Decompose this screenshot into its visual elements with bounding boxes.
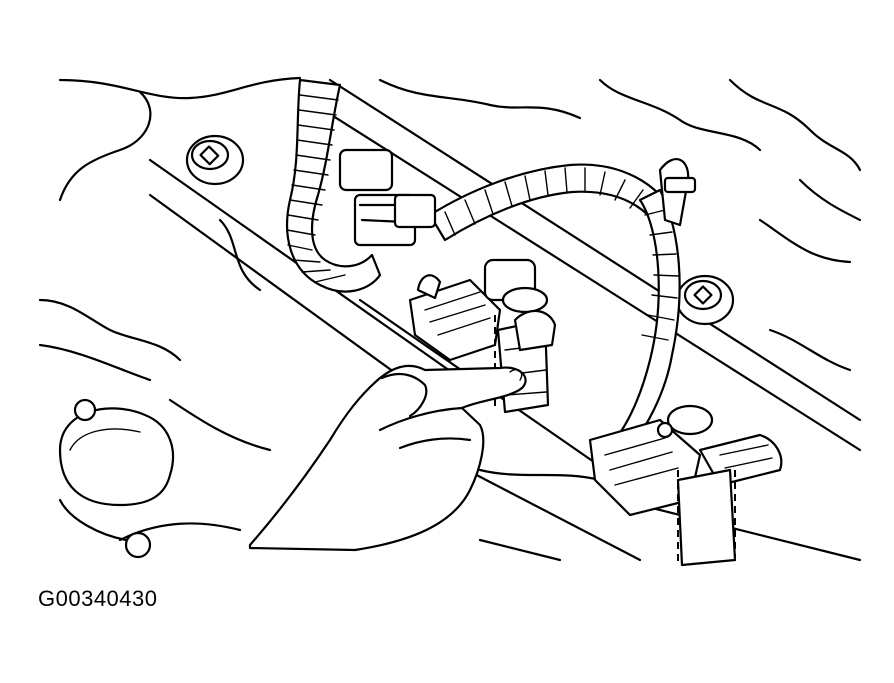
pointing-hand [248, 364, 527, 552]
wire-harness-left [286, 78, 382, 293]
wire-harness-main [428, 163, 662, 242]
engine-illustration [38, 76, 862, 567]
bolt-right [675, 274, 735, 326]
engine-block-outline [38, 76, 862, 542]
oil-filler-cap [58, 398, 175, 559]
fuel-rail [148, 78, 862, 562]
bolt-top-left [185, 134, 245, 186]
injector-connector-upper [338, 148, 437, 247]
injector-connector-lower [588, 404, 783, 567]
fuel-injector-connector [408, 258, 557, 414]
wire-harness-right [608, 158, 697, 452]
figure-code: G00340430 [38, 586, 158, 611]
